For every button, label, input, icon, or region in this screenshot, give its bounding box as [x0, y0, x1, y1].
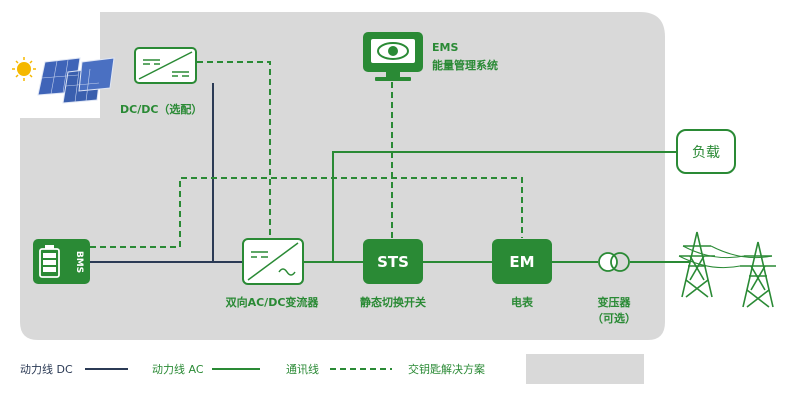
legend-ac-label: 动力线 AC	[152, 362, 204, 376]
em-box-text: EM	[509, 253, 534, 271]
legend-solution-swatch	[526, 354, 644, 384]
pcs-node: 双向AC/DC变流器	[226, 238, 320, 309]
legend-comm-label: 通讯线	[286, 362, 319, 376]
transformer-icon	[598, 252, 630, 272]
transmission-tower-icon	[678, 231, 776, 308]
em-label: 电表	[511, 295, 534, 309]
legend-dc-label: 动力线 DC	[20, 362, 73, 376]
comm-line-dcdc-pcs	[197, 61, 271, 238]
ems-subtitle: 能量管理系统	[432, 58, 498, 72]
load-node: 负载	[676, 129, 736, 174]
battery-icon	[39, 245, 60, 278]
sts-label: 静态切换开关	[360, 295, 426, 309]
bms-node: BMS	[33, 239, 90, 284]
comm-line-bms-em	[90, 177, 523, 248]
turnkey-solution-panel	[20, 12, 665, 340]
solar-panel-icon	[12, 57, 115, 104]
ems-node: EMS 能量管理系统	[363, 32, 498, 81]
load-label: 负载	[692, 145, 720, 161]
legend-solution-label: 交钥匙解决方案	[408, 362, 485, 376]
dcdc-converter: DC/DC（选配）	[120, 47, 202, 116]
transformer-label-2: （可选）	[592, 311, 636, 325]
dcdc-label: DC/DC（选配）	[120, 102, 202, 116]
sts-node: STS 静态切换开关	[360, 239, 426, 309]
pcs-label: 双向AC/DC变流器	[226, 295, 320, 309]
em-node: EM 电表	[492, 239, 552, 309]
transformer-node: 变压器 （可选）	[592, 252, 636, 325]
ac-line-load	[332, 151, 677, 262]
legend: 动力线 DC 动力线 AC 通讯线 交钥匙解决方案	[20, 354, 644, 384]
bms-label: BMS	[74, 251, 84, 273]
ems-title: EMS	[432, 41, 458, 54]
monitor-eye-icon	[363, 32, 423, 81]
transformer-label-1: 变压器	[598, 295, 632, 309]
sts-box-text: STS	[377, 253, 409, 271]
